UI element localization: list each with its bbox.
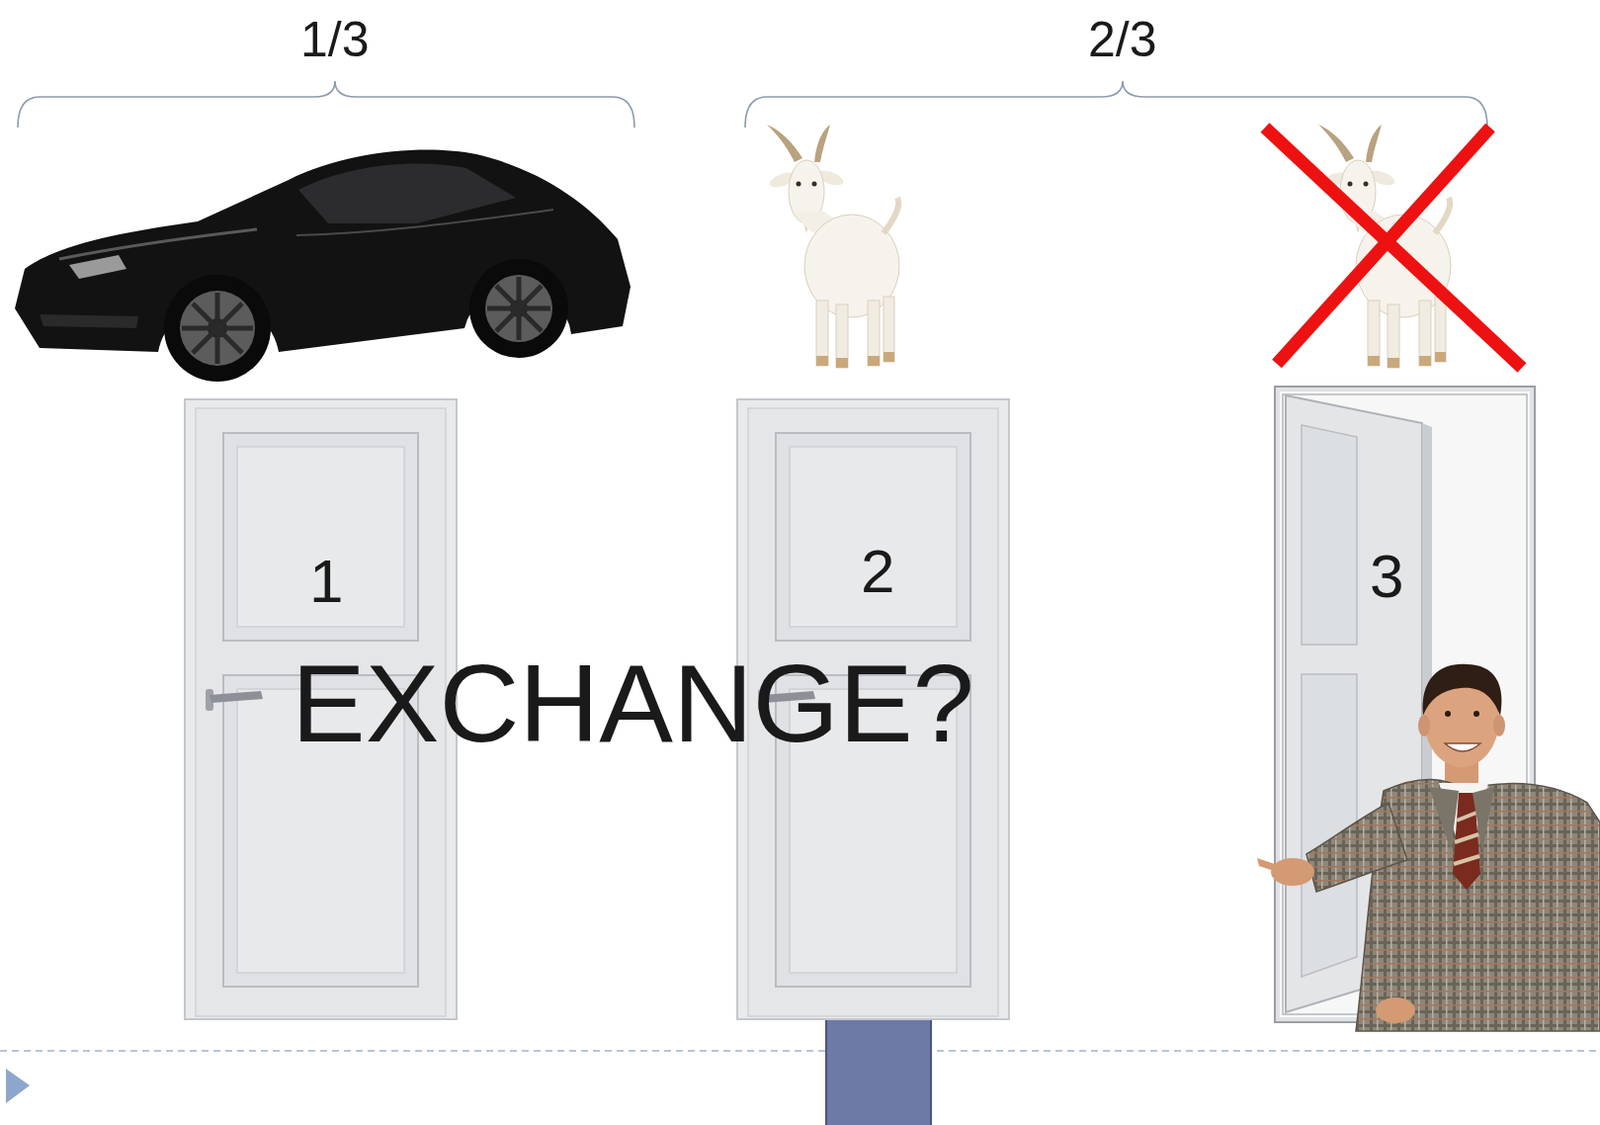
- door-number: 2: [860, 540, 895, 602]
- bracket: [17, 81, 1488, 128]
- door-number: 3: [1369, 545, 1404, 607]
- probability-label: 1/3: [300, 14, 370, 65]
- question-label: EXCHANGE?: [291, 648, 975, 759]
- car: [14, 150, 631, 382]
- bullet-triangle: [5, 1068, 30, 1103]
- footer-line: [0, 1049, 1600, 1052]
- probability-label: 2/3: [1088, 14, 1158, 65]
- host: [1257, 664, 1600, 1031]
- door-number: 1: [309, 550, 343, 612]
- cross-mark: [1264, 127, 1522, 368]
- goat: [766, 124, 900, 368]
